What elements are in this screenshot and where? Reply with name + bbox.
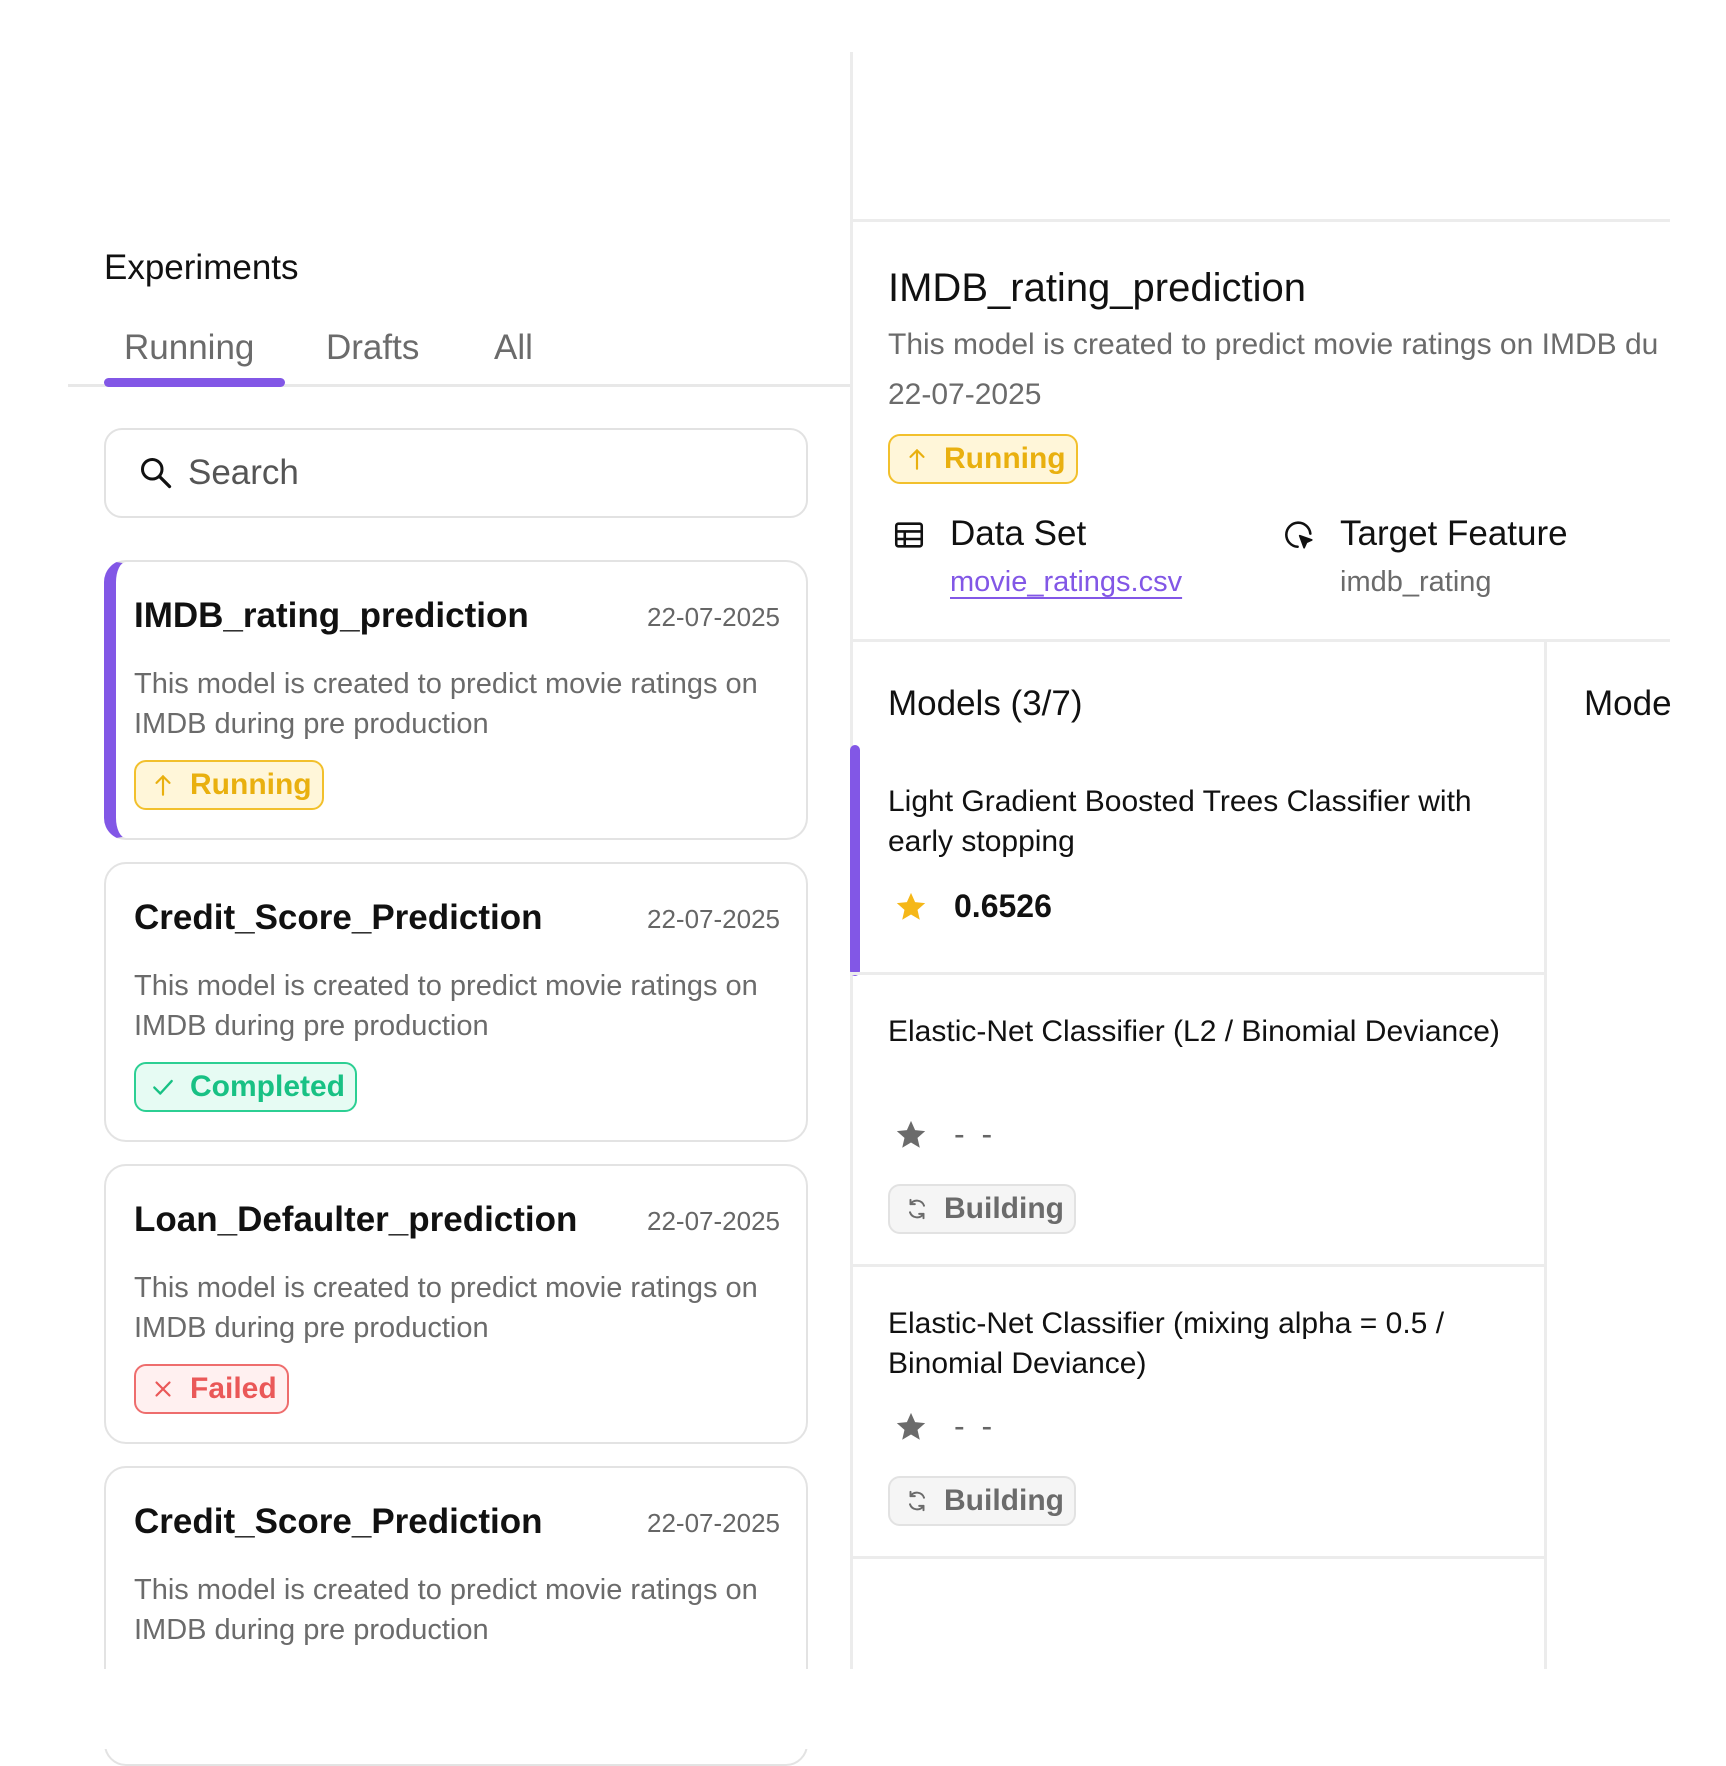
status-badge: Completed (134, 1062, 358, 1112)
experiment-name: Loan_Defaulter_prediction (134, 1200, 578, 1239)
refresh-icon (908, 1198, 926, 1220)
experiment-name: Credit_Score_Prediction (134, 898, 543, 937)
target-cursor-icon (1285, 521, 1313, 549)
status-badge: Running (888, 434, 1078, 484)
status-badge: Failed (134, 1364, 289, 1414)
model-divider (850, 1264, 1544, 1267)
models-column-divider (1544, 639, 1547, 1669)
models-title: Models (3/7) (888, 684, 1083, 723)
status-badge: Running (134, 760, 324, 810)
experiment-title: IMDB_rating_prediction (888, 266, 1306, 310)
experiment-detail-panel: IMDB_rating_prediction This model is cre… (850, 0, 1726, 1734)
tabs-divider (68, 384, 850, 387)
experiment-date: 22-07-2025 (647, 1508, 780, 1538)
experiment-description: This model is created to predict movie r… (134, 970, 758, 1042)
header-divider (850, 219, 1670, 222)
refresh-icon (908, 1490, 926, 1512)
experiment-name: IMDB_rating_prediction (134, 596, 529, 635)
search-icon (141, 458, 172, 489)
experiment-name: Credit_Score_Prediction (134, 1502, 543, 1541)
target-feature-value: imdb_rating (1340, 566, 1492, 598)
status-label: Building (944, 1484, 1064, 1517)
experiments-panel: Experiments Running Drafts All IMDB_rati… (0, 0, 860, 1766)
model-divider (850, 1556, 1544, 1559)
model-item[interactable]: Elastic-Net Classifier (mixing alpha = 0… (850, 1304, 1544, 1554)
model-name: Light Gradient Boosted Trees Classifier … (888, 785, 1472, 858)
table-icon (894, 522, 924, 548)
experiment-card[interactable]: IMDB_rating_prediction 22-07-2025 This m… (104, 560, 808, 840)
search-input[interactable] (188, 453, 788, 493)
arrow-up-icon (909, 449, 925, 470)
tab-all[interactable]: All (494, 328, 533, 367)
scroll-mask (60, 1669, 860, 1749)
status-label: Running (944, 442, 1066, 475)
experiment-date: 22-07-2025 (647, 1206, 780, 1236)
selected-model-indicator (850, 745, 860, 976)
experiment-description: This model is created to predict movie r… (134, 668, 758, 740)
close-icon (155, 1381, 171, 1397)
experiment-date: 22-07-2025 (647, 602, 780, 632)
experiment-date: 22-07-2025 (888, 378, 1042, 411)
model-item[interactable]: Light Gradient Boosted Trees Classifier … (850, 782, 1544, 972)
target-feature-label: Target Feature (1340, 514, 1568, 553)
model-score: - - (954, 1408, 997, 1444)
models-secondary-title: Mode (1584, 684, 1672, 723)
model-name: Elastic-Net Classifier (mixing alpha = 0… (888, 1307, 1445, 1380)
check-icon (153, 1079, 173, 1095)
meta-divider (850, 639, 1670, 642)
experiment-description: This model is created to predict movie r… (134, 1574, 758, 1646)
model-item[interactable]: Elastic-Net Classifier (L2 / Binomial De… (850, 1012, 1544, 1262)
experiment-description: This model is created to predict movie r… (134, 1272, 758, 1344)
experiment-date: 22-07-2025 (647, 904, 780, 934)
experiment-description: This model is created to predict movie r… (888, 328, 1659, 361)
status-badge: Building (888, 1476, 1076, 1526)
model-score: - - (954, 1116, 997, 1152)
status-label: Completed (190, 1070, 346, 1103)
section-title: Experiments (104, 248, 299, 287)
search-box[interactable] (104, 428, 808, 518)
active-tab-indicator (104, 378, 285, 387)
model-divider (850, 972, 1544, 975)
star-icon (896, 1412, 926, 1440)
star-icon (896, 1120, 926, 1148)
star-filled-icon (896, 892, 926, 920)
model-name: Elastic-Net Classifier (L2 / Binomial De… (888, 1015, 1500, 1048)
experiment-card[interactable]: Loan_Defaulter_prediction 22-07-2025 Thi… (104, 1164, 808, 1444)
tab-running[interactable]: Running (124, 328, 255, 367)
dataset-link[interactable]: movie_ratings.csv (950, 566, 1183, 598)
tab-drafts[interactable]: Drafts (326, 328, 420, 367)
status-label: Running (190, 768, 312, 801)
status-label: Building (944, 1192, 1064, 1225)
experiment-card[interactable]: Credit_Score_Prediction 22-07-2025 This … (104, 862, 808, 1142)
status-badge: Building (888, 1184, 1076, 1234)
arrow-up-icon (155, 775, 171, 796)
model-score: 0.6526 (954, 888, 1052, 924)
dataset-label: Data Set (950, 514, 1087, 553)
status-label: Failed (190, 1372, 277, 1405)
